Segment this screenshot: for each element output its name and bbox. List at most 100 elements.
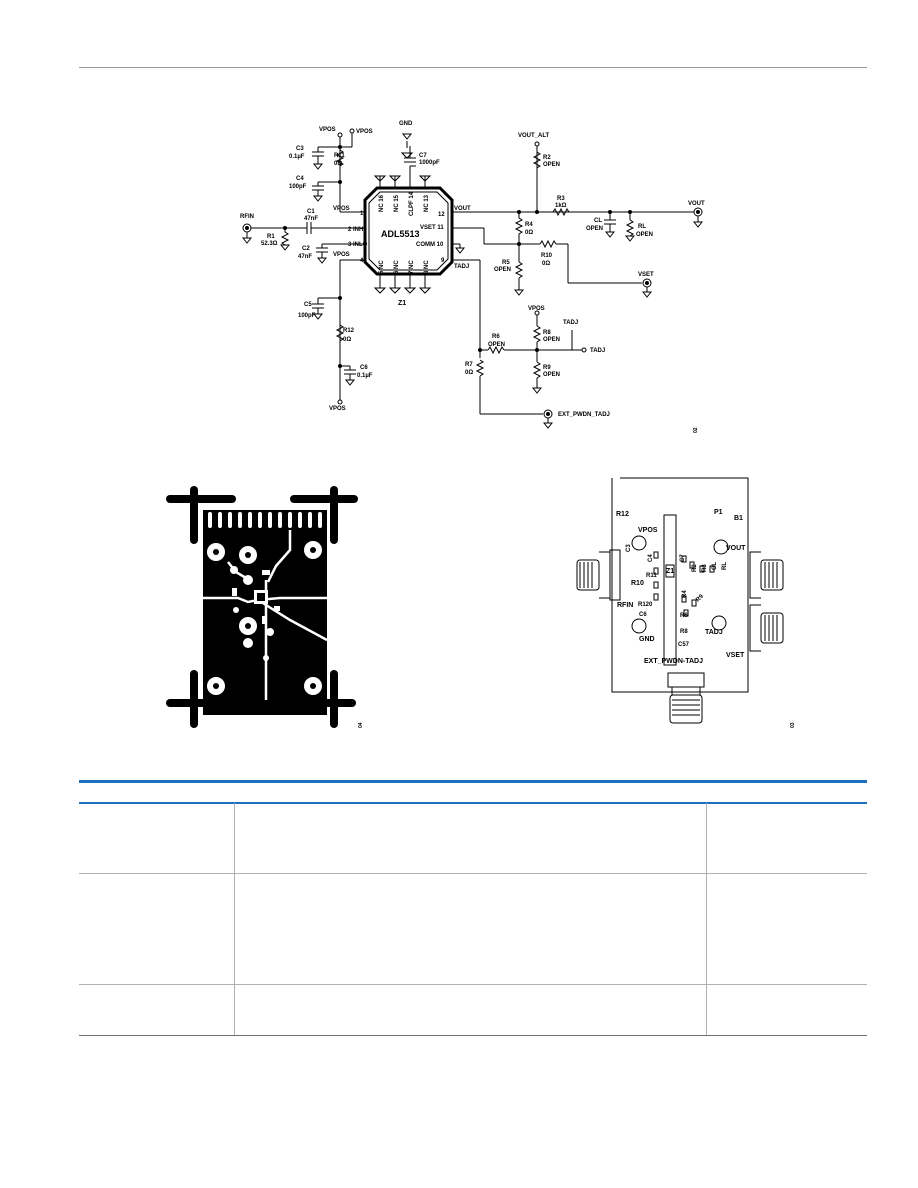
c3-ref: C3: [296, 146, 304, 152]
table-row: [79, 874, 867, 985]
label-vout-out: VOUT: [688, 201, 705, 207]
r10-value: 0Ω: [542, 261, 550, 267]
table-column-divider: [234, 803, 235, 1035]
c4-value: 100pF: [289, 184, 307, 190]
silk-vpos: VPOS: [638, 527, 658, 534]
label-vpos-net: VPOS: [356, 129, 373, 135]
c1-value: 47nF: [304, 216, 318, 222]
silk-r3: R3: [702, 564, 708, 572]
silk-r11: R11: [646, 573, 657, 579]
pin-label-bot-3: 8 NC: [424, 260, 430, 274]
table-top-rule: [79, 780, 867, 783]
silk-r6: R6: [680, 613, 688, 619]
pin-label-vset: VSET 11: [420, 225, 444, 231]
label-gnd: GND: [399, 121, 413, 127]
label-vpos-mid: VPOS: [528, 306, 545, 312]
silk-c4: C4: [648, 554, 654, 562]
pin-label-top-2: CLPF 14: [409, 191, 415, 216]
c4-ref: C4: [296, 176, 304, 182]
r5-value: OPEN: [494, 267, 511, 273]
silk-c7: C7: [680, 554, 686, 562]
r9-value: OPEN: [543, 372, 560, 378]
table-row: [79, 803, 867, 874]
pin-label-bot-0: 5 NC: [379, 260, 385, 274]
pin-label-comm: COMM 10: [416, 242, 444, 248]
c6-value: 0.1µF: [357, 373, 373, 379]
silk-z1: Z1: [666, 568, 674, 575]
pin-label-4: 4: [360, 258, 364, 264]
silk-r12: R12: [616, 511, 629, 518]
silk-rfin: RFIN: [617, 602, 633, 609]
r11-ref: R11: [334, 153, 345, 159]
silk-cl: CL: [712, 562, 718, 570]
layout-figure-code: 04: [358, 722, 364, 728]
pin-label-9: 9: [441, 258, 445, 264]
silk-r8: R8: [680, 629, 688, 635]
c7-ref: C7: [419, 153, 427, 159]
table-column-divider: [706, 803, 707, 1035]
pcb-layout-figure: 04: [166, 486, 364, 728]
pin-label-vpos-1: VPOS: [333, 206, 350, 212]
schematic-figure-code: 02: [693, 427, 699, 433]
label-tadj-net: TADJ: [590, 348, 605, 354]
r12-ref: R12: [343, 328, 355, 334]
c1-ref: C1: [307, 209, 315, 215]
label-rfin: RFIN: [240, 214, 254, 220]
r12-value: 0Ω: [343, 337, 351, 343]
pin-label-inlo: 3 INLO: [348, 242, 368, 248]
pin-label-inhi: 2 INHI: [348, 227, 365, 233]
silk-c6: C6: [639, 612, 647, 618]
pin-label-top-1: NC 15: [394, 194, 400, 212]
r6-value: OPEN: [488, 342, 505, 348]
silk-tadj: TADJ: [705, 629, 723, 636]
page-header-rule: [79, 67, 867, 68]
rl-ref: RL: [638, 224, 646, 230]
r8-ref: R8: [543, 330, 551, 336]
c5-value: 100pF: [298, 313, 316, 319]
r11-value: 0Ω: [334, 161, 342, 167]
cl-value: OPEN: [586, 226, 603, 232]
r9-ref: R9: [543, 365, 551, 371]
label-tadj-top: TADJ: [563, 320, 578, 326]
silk-r2: R2: [692, 564, 698, 572]
table-header-rule: [79, 802, 867, 804]
cl-ref: CL: [594, 218, 602, 224]
c6-ref: C6: [360, 365, 368, 371]
r7-value: 0Ω: [465, 370, 473, 376]
label-vset: VSET: [638, 272, 654, 278]
c7-value: 1000pF: [419, 160, 440, 166]
silk-r4: R4: [682, 590, 688, 598]
silk-vout: VOUT: [726, 545, 746, 552]
silk-ext: EXT_PWDN-TADJ: [644, 658, 703, 665]
pin-label-12: 12: [438, 212, 445, 218]
fiducial-crosses: [166, 486, 358, 728]
r7-ref: R7: [465, 362, 473, 368]
ic-body: [363, 186, 454, 276]
label-ext-pwdn: EXT_PWDN_TADJ: [558, 412, 610, 418]
c3-value: 0.1µF: [289, 154, 305, 160]
r8-value: OPEN: [543, 337, 560, 343]
silk-r10: R10: [631, 580, 644, 587]
ic-ref: Z1: [398, 300, 406, 307]
c5-ref: C5: [304, 302, 312, 308]
pin-label-top-3: NC 13: [424, 194, 430, 212]
c2-ref: C2: [302, 246, 310, 252]
pin-label-vout: VOUT: [454, 206, 471, 212]
silk-rl: RL: [722, 562, 728, 570]
silk-r9: R9: [695, 593, 705, 603]
r3-value: 1kΩ: [555, 203, 567, 209]
silk-c57: C57: [678, 642, 690, 648]
r4-value: 0Ω: [525, 230, 533, 236]
r1-value: 52.3Ω: [261, 241, 278, 247]
r4-ref: R4: [525, 222, 533, 228]
r2-value: OPEN: [543, 162, 560, 168]
schematic-diagram: ADL5513 Z1 VOUT 12 VSET 11 COMM 10 9 TAD…: [240, 121, 705, 433]
pin-label-tadj: TADJ: [454, 264, 469, 270]
label-vpos-top: VPOS: [319, 127, 336, 133]
silk-r120: R120: [638, 602, 653, 608]
pin-label-top-0: NC 16: [379, 194, 385, 212]
r3-ref: R3: [557, 196, 565, 202]
pin-label-1: 1: [360, 211, 364, 217]
c2-value: 47nF: [298, 254, 312, 260]
r5-ref: R5: [502, 260, 510, 266]
